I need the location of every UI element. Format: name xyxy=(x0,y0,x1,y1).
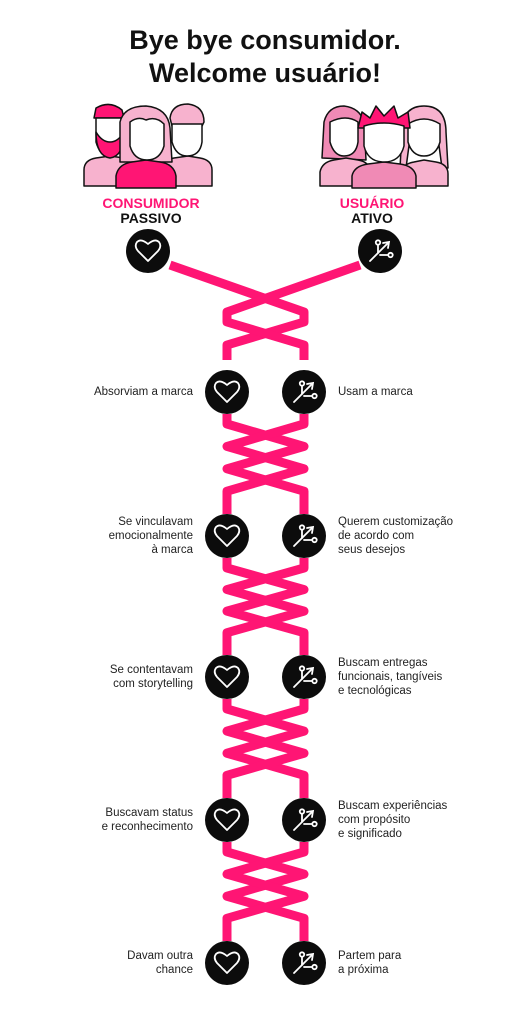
user-caption-line-2: ATIVO xyxy=(351,210,393,226)
branch-arrow-icon xyxy=(293,524,318,547)
heart-icon xyxy=(134,239,162,262)
user-trait-line: Buscam experiências xyxy=(338,800,448,812)
consumer-trait-line: Davam outra xyxy=(127,950,193,962)
user-trait-line: de acordo com xyxy=(338,530,415,542)
branch-arrow-icon xyxy=(293,951,318,974)
person-woman xyxy=(115,105,177,189)
heart-icon xyxy=(213,380,241,403)
user-trait-line: funcionais, tangíveis xyxy=(338,671,443,683)
user-trait-line: e tecnológicas xyxy=(338,685,412,697)
user-trait-line: Partem para xyxy=(338,950,402,962)
user-trait-label: Partem para a próxima xyxy=(338,949,401,977)
consumer-heart-badge xyxy=(205,514,249,558)
consumer-trait-line: emocionalmente xyxy=(108,530,193,542)
consumer-trait-label: Buscavam status e reconhecimento xyxy=(102,806,193,834)
consumer-trait-label: Absorviam a marca xyxy=(94,385,193,399)
title-line-1: Bye bye consumidor. xyxy=(129,25,401,55)
branch-arrow-icon xyxy=(369,239,394,262)
user-group-illustration xyxy=(319,105,449,189)
consumer-heart-badge xyxy=(205,655,249,699)
title-line-2: Welcome usuário! xyxy=(148,58,382,88)
person-braids-woman xyxy=(399,105,449,187)
user-trait-label: Buscam experiências com propósito e signif… xyxy=(338,799,447,841)
consumer-caption-line-1: CONSUMIDOR xyxy=(102,195,200,211)
branch-arrow-icon xyxy=(293,665,318,688)
ribbon-strand xyxy=(222,842,309,941)
ribbon-strand xyxy=(222,260,362,360)
user-trait-line: e significado xyxy=(338,828,402,840)
consumer-trait-line: e reconhecimento xyxy=(101,821,193,833)
page-title: Bye bye consumidor. Welcome usuário! xyxy=(0,24,530,90)
consumer-trait-label: Se vinculavam emocionalmente à marca xyxy=(109,515,193,557)
user-trait-line: Querem customização xyxy=(338,516,454,528)
user-caption-line-1: USUÁRIO xyxy=(339,195,405,211)
person-spiky-hair-man xyxy=(351,105,417,189)
user-branch-badge xyxy=(282,941,326,985)
consumer-trait-label: Davam outra chance xyxy=(127,949,193,977)
user-branch-badge xyxy=(282,655,326,699)
heart-icon xyxy=(213,808,241,831)
ribbon-strand xyxy=(222,414,309,514)
user-trait-line: seus desejos xyxy=(338,544,406,556)
user-caption: USUÁRIO ATIVO xyxy=(322,196,422,226)
consumer-trait-line: chance xyxy=(155,964,193,976)
consumer-trait-line: com storytelling xyxy=(113,678,193,690)
user-trait-line: Buscam entregas xyxy=(338,657,428,669)
consumer-caption: CONSUMIDOR PASSIVO xyxy=(92,196,210,226)
consumer-trait-line: Se vinculavam xyxy=(118,516,193,528)
user-trait-label: Buscam entregas funcionais, tangíveis e te… xyxy=(338,656,442,698)
heart-icon xyxy=(213,951,241,974)
consumer-heart-badge xyxy=(205,370,249,414)
user-trait-label: Usam a marca xyxy=(338,385,413,399)
consumer-trait-line: à marca xyxy=(151,544,193,556)
ribbon-strand xyxy=(222,558,309,655)
person-long-hair-woman xyxy=(319,105,371,187)
user-trait-label: Querem customização de acordo com seus des… xyxy=(338,515,453,557)
consumer-caption-line-2: PASSIVO xyxy=(120,210,182,226)
user-trait-line: a próxima xyxy=(338,964,389,976)
ribbon-strand xyxy=(222,699,309,798)
branch-arrow-icon xyxy=(293,380,318,403)
consumer-heart-badge xyxy=(205,798,249,842)
consumer-trait-line: Se contentavam xyxy=(109,664,193,676)
branch-arrow-icon xyxy=(293,808,318,831)
user-branch-badge xyxy=(282,370,326,414)
user-trait-line: Usam a marca xyxy=(338,386,413,398)
heart-icon xyxy=(213,524,241,547)
user-branch-badge xyxy=(282,514,326,558)
consumer-heart-badge xyxy=(126,229,170,273)
person-short-hair-man xyxy=(159,103,213,187)
user-branch-badge xyxy=(282,798,326,842)
consumer-group-illustration xyxy=(83,103,213,189)
user-trait-line: com propósito xyxy=(338,814,411,826)
consumer-trait-line: Buscavam status xyxy=(105,807,193,819)
user-branch-badge xyxy=(358,229,402,273)
consumer-trait-line: Absorviam a marca xyxy=(93,386,193,398)
consumer-trait-label: Se contentavam com storytelling xyxy=(110,663,193,691)
consumer-heart-badge xyxy=(205,941,249,985)
heart-icon xyxy=(213,665,241,688)
